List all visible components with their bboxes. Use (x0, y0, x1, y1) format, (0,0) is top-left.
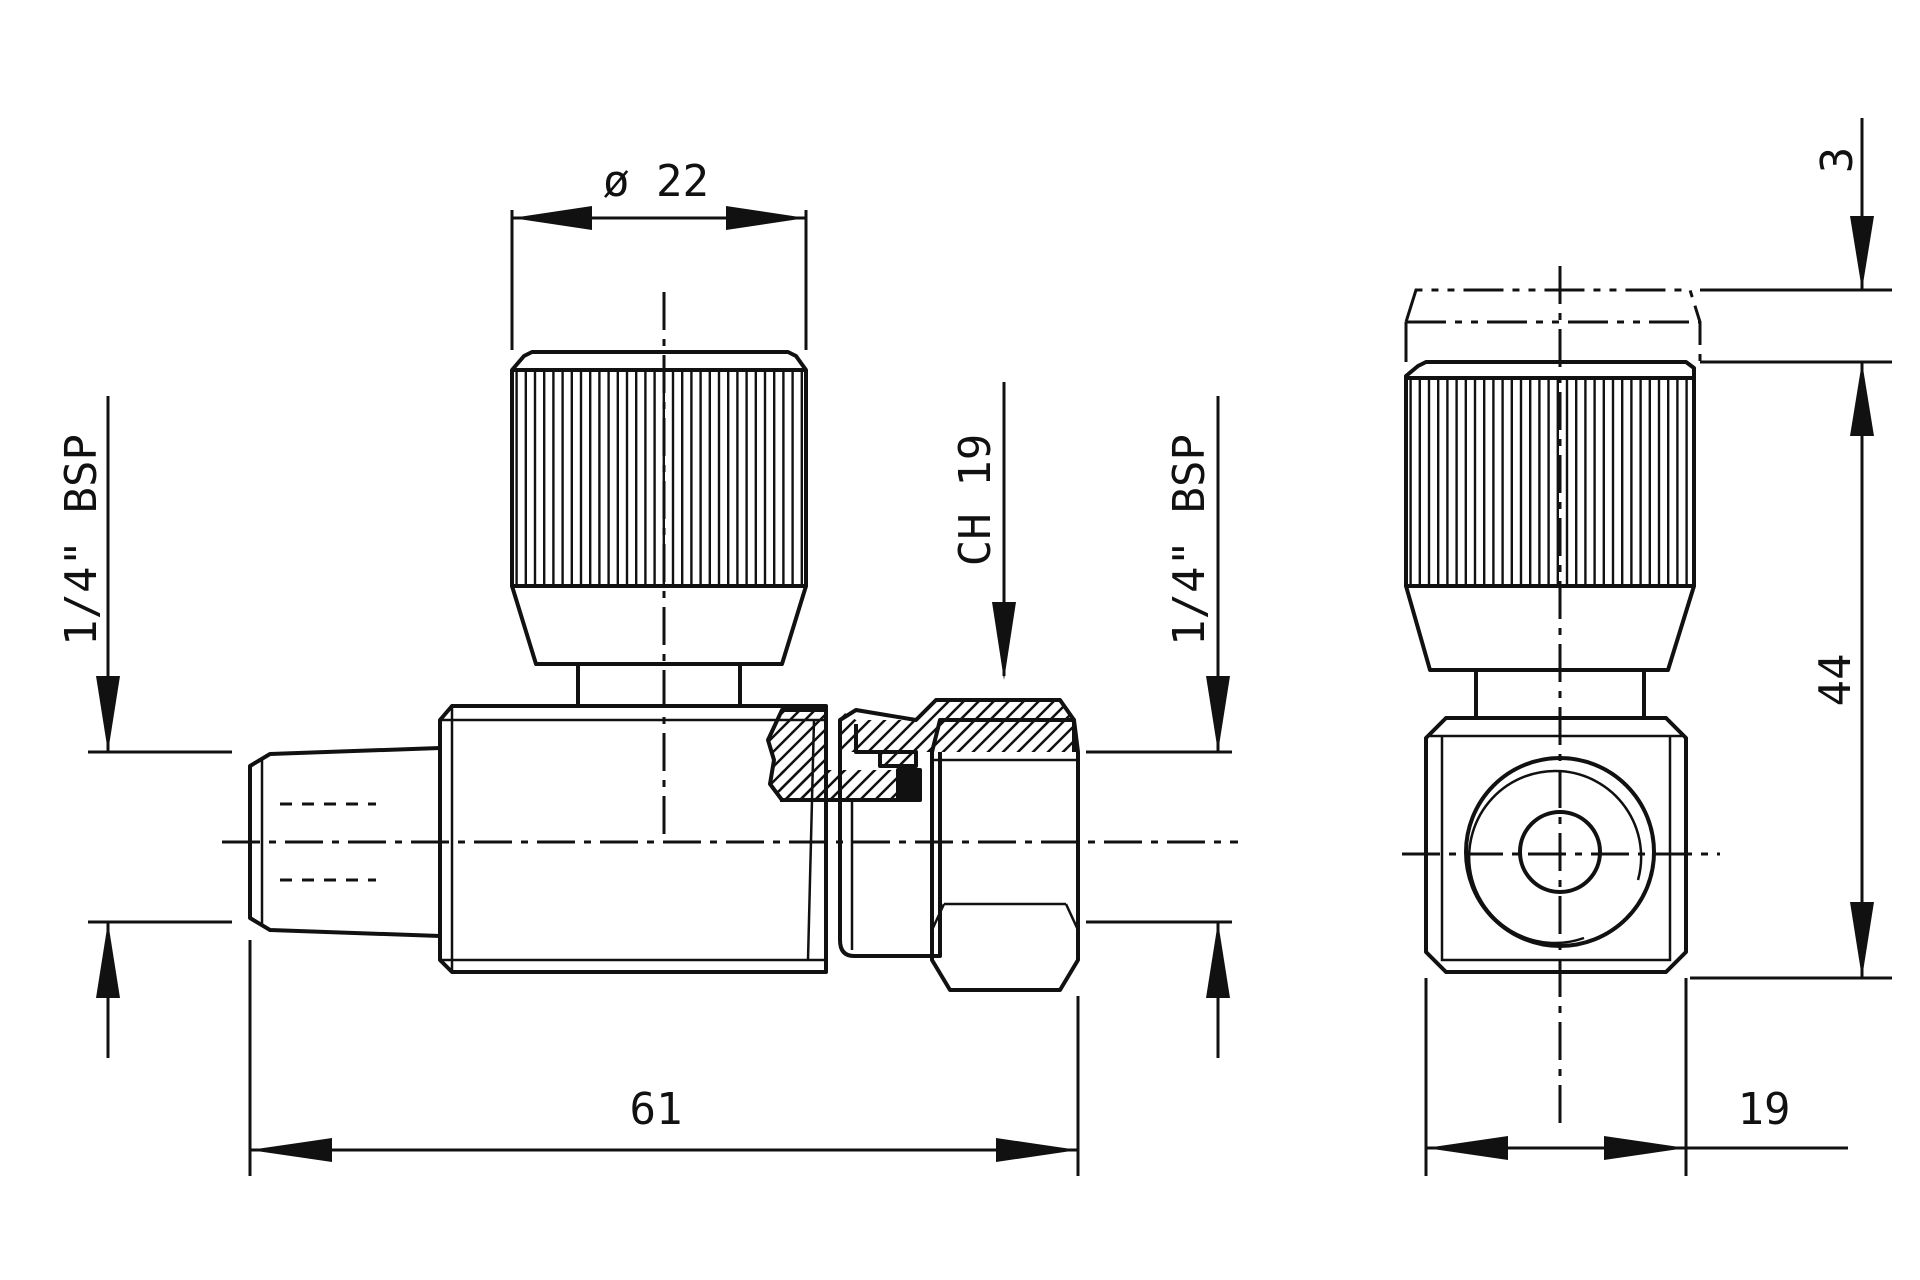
dimension-left-thread (88, 396, 232, 1058)
knob-raised-phantom (1404, 288, 1702, 362)
label-knob-travel: 3 (1812, 147, 1863, 174)
label-knob-diameter: ø 22 (603, 156, 709, 207)
front-view: ø 22 1/4" BSP CH 19 1/4" BSP (56, 156, 1238, 1176)
label-total-height: 44 (1810, 654, 1861, 707)
label-total-length: 61 (630, 1084, 683, 1135)
cutaway-section (766, 698, 1076, 802)
knob-cone (510, 584, 808, 666)
left-thread-port (248, 746, 442, 938)
side-knurled-knob (1404, 360, 1696, 672)
label-right-thread: 1/4" BSP (1164, 434, 1215, 646)
port-outer-ring (1464, 756, 1656, 948)
dimension-side-width (1424, 978, 1848, 1176)
ferrule-ring (838, 752, 942, 958)
label-left-thread: 1/4" BSP (56, 434, 107, 646)
port-bore (1518, 810, 1602, 894)
dimension-knob-diameter (510, 206, 808, 350)
label-side-width: 19 (1738, 1084, 1791, 1135)
o-ring-seal (896, 768, 922, 802)
dimension-knob-travel (1700, 118, 1892, 436)
dimension-total-length (248, 940, 1080, 1176)
dimension-hex-size (992, 382, 1016, 680)
port-thread-ring (1467, 769, 1643, 945)
side-body (1424, 716, 1688, 974)
side-view: 3 44 19 (1402, 118, 1892, 1176)
valve-stem (576, 662, 742, 708)
knurled-knob (510, 350, 808, 666)
hex-nut (930, 718, 1080, 992)
dimension-total-height (1690, 430, 1892, 980)
label-hex-size: CH 19 (950, 434, 1001, 566)
dimension-right-thread (1086, 396, 1232, 1058)
